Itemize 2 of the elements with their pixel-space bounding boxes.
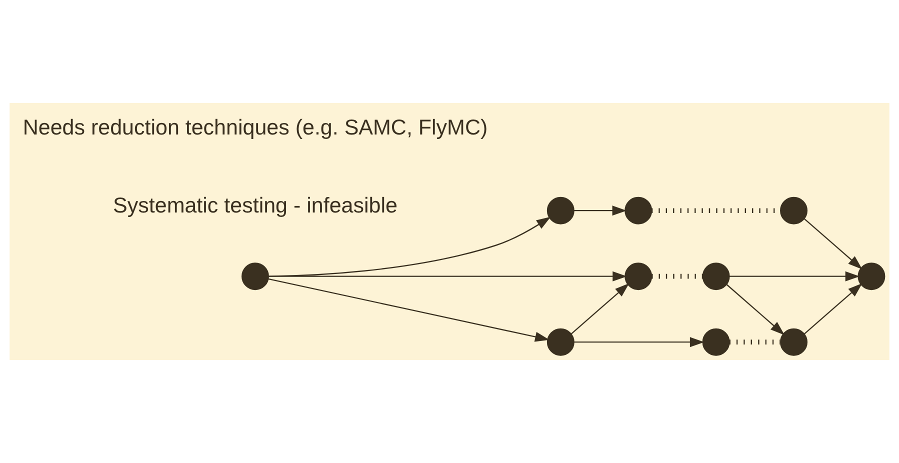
label: Needs reduction techniques (e.g. SAMC, FlyMC) <box>22 116 488 140</box>
label: Systematic testing - infeasible <box>113 193 398 218</box>
